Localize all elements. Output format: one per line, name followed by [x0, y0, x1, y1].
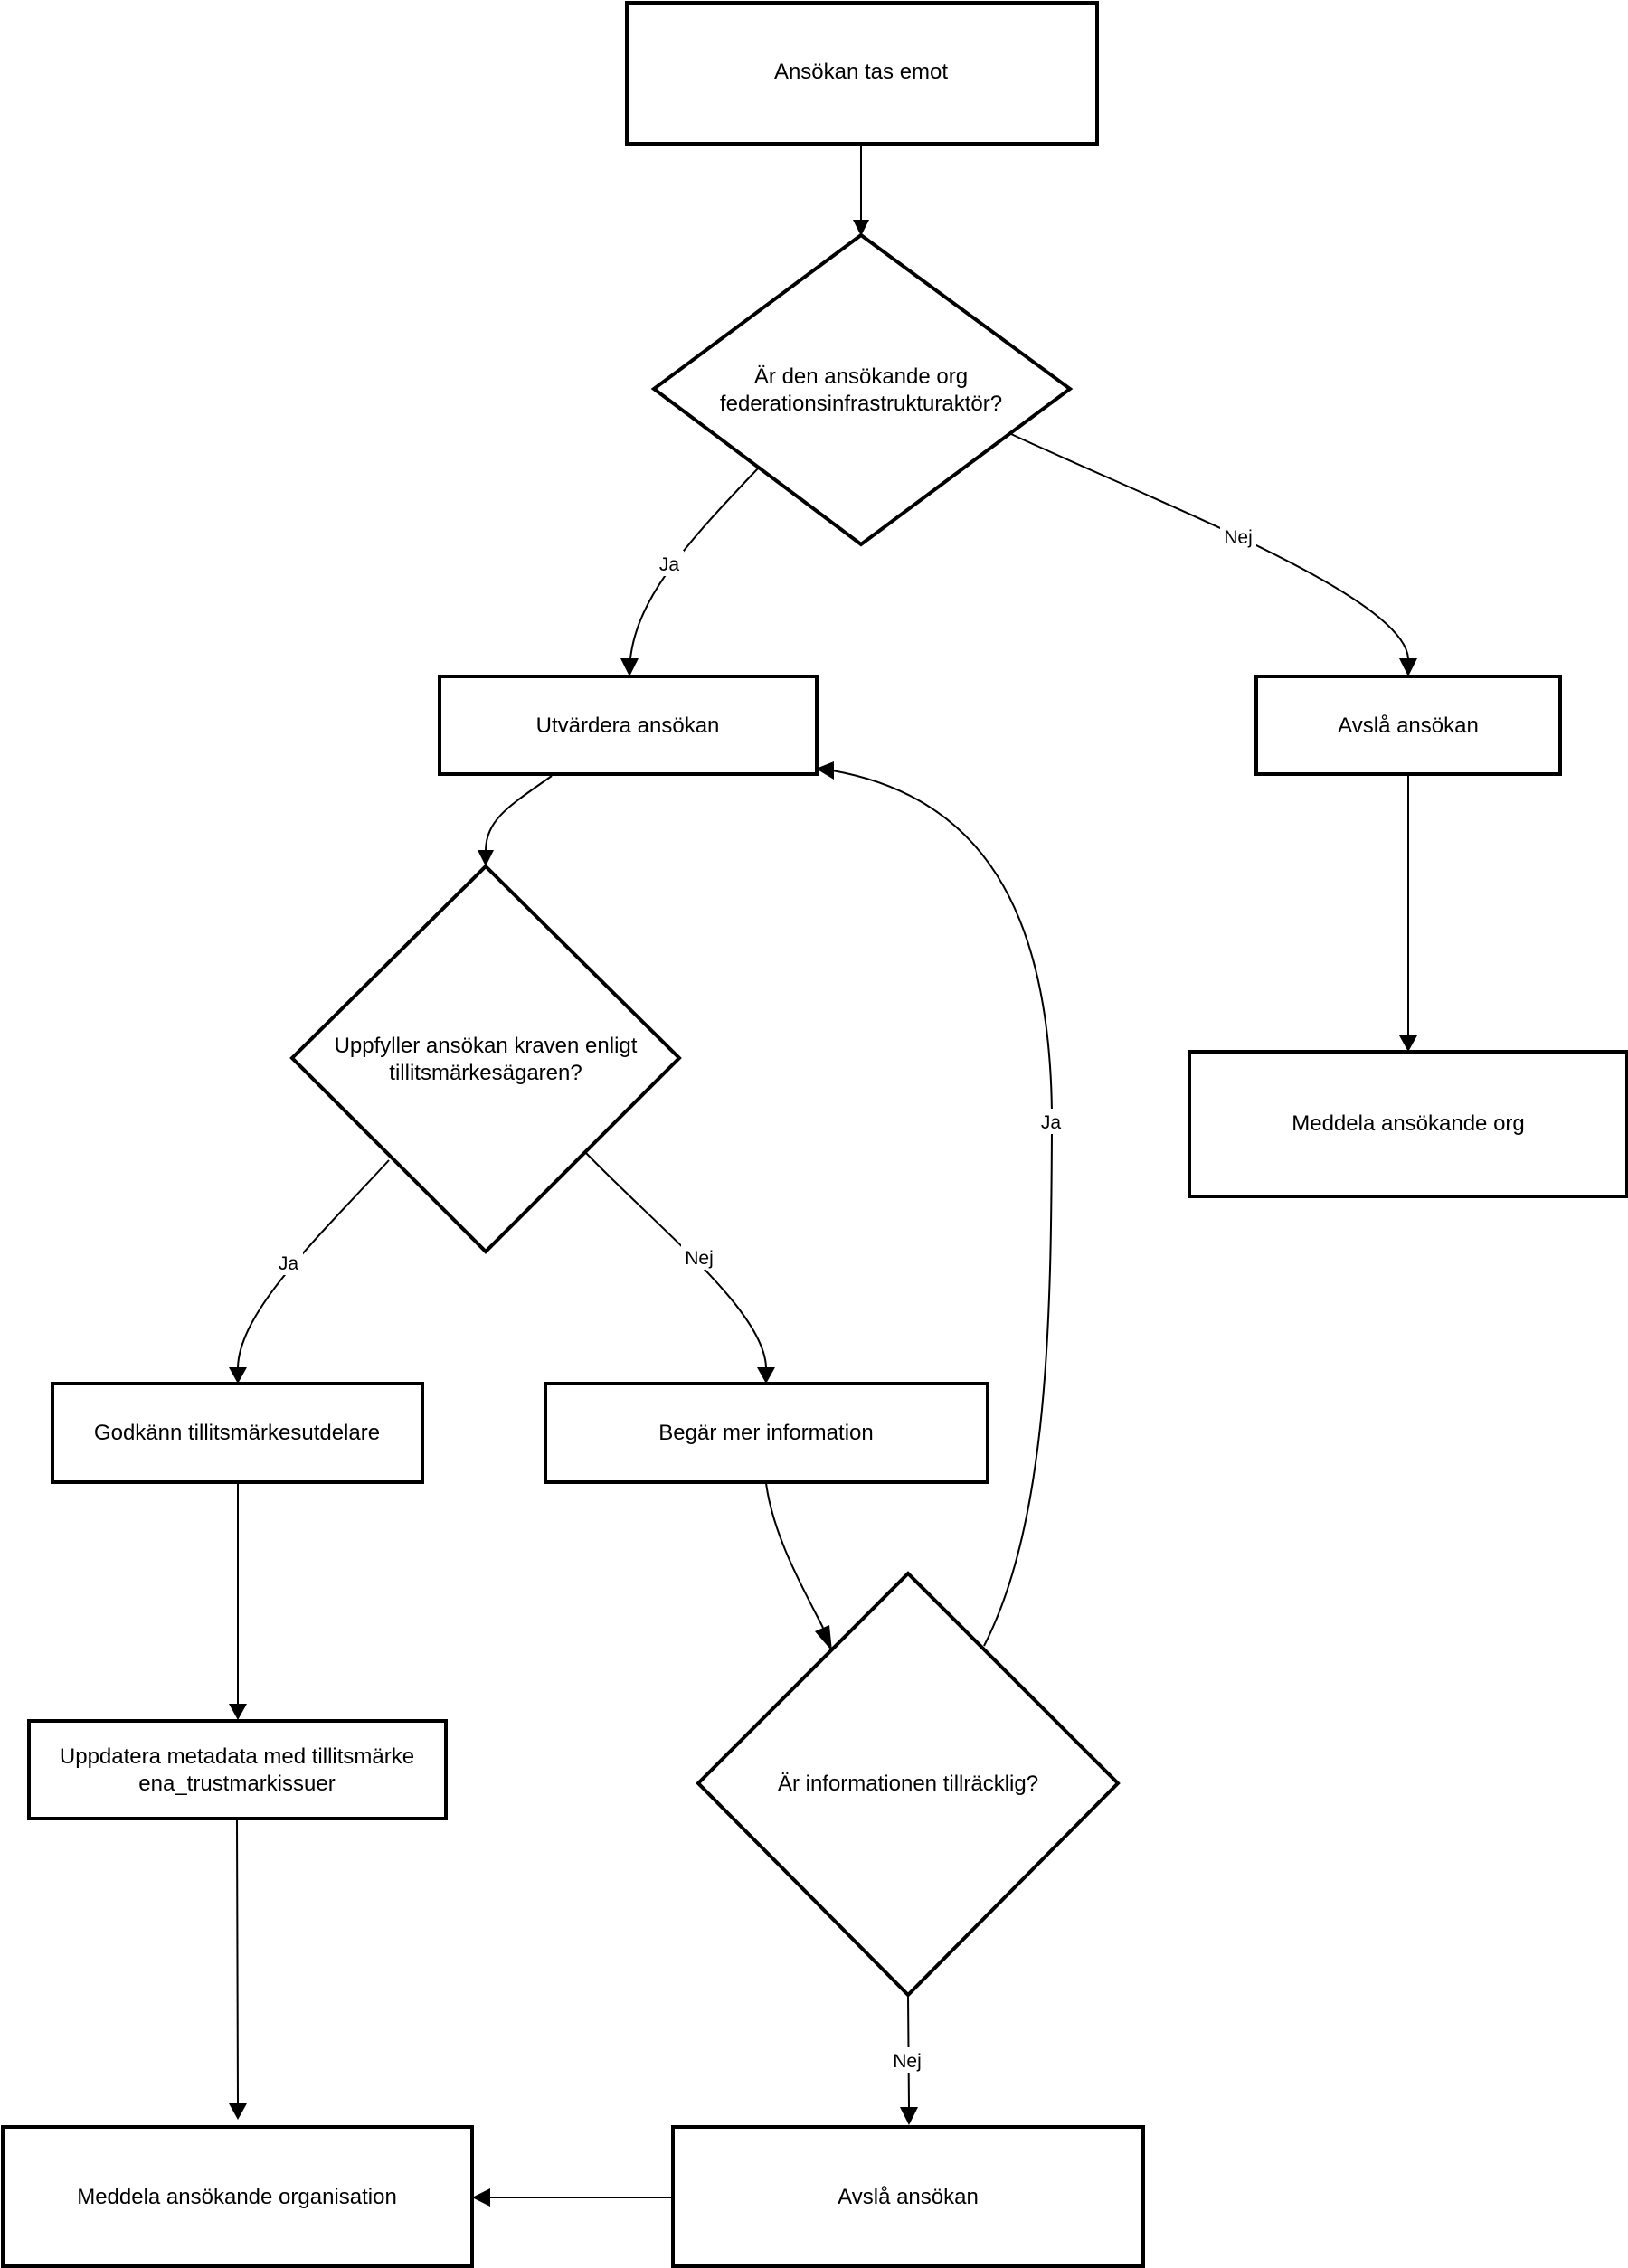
edge-receive-to-is-infra [853, 144, 869, 236]
svg-text:Utvärdera ansökan: Utvärdera ansökan [536, 713, 720, 738]
edge-label-enough-no: Nej [889, 2047, 925, 2073]
edge-label-meets-no: Nej [681, 1244, 717, 1270]
svg-text:Avslå ansökan: Avslå ansökan [838, 2185, 979, 2209]
edge-evaluate-to-meets-req [478, 775, 553, 866]
edge-is-infra-yes [620, 468, 759, 676]
node-notify-org: Meddela ansökande org [1188, 1050, 1628, 1198]
svg-text:ena_trustmarkissuer: ena_trustmarkissuer [138, 1772, 335, 1796]
edge-label-meets-yes: Ja [274, 1250, 303, 1275]
edge-is-infra-no [1010, 433, 1417, 676]
edge-reject-org-to-notify-org [1399, 776, 1417, 1052]
node-evaluate: Utvärdera ansökan [438, 675, 819, 776]
svg-text:Ja: Ja [659, 554, 680, 575]
svg-text:Nej: Nej [893, 2051, 922, 2072]
node-receive: Ansökan tas emot [625, 1, 1099, 146]
edge-approve-to-update-meta [229, 1483, 247, 1720]
svg-text:Ansökan tas emot: Ansökan tas emot [774, 60, 948, 84]
svg-text:Meddela ansökande org: Meddela ansökande org [1292, 1111, 1525, 1136]
edge-request-info-to-info-enough [765, 1482, 832, 1651]
svg-text:Uppfyller ansökan kraven enlig: Uppfyller ansökan kraven enligt [335, 1034, 638, 1058]
node-reject-org: Avslå ansökan [1254, 675, 1562, 776]
svg-text:Begär mer information: Begär mer information [658, 1421, 873, 1445]
node-approve: Godkänn tillitsmärkesutdelare [51, 1382, 424, 1484]
svg-text:tillitsmärkesägaren?: tillitsmärkesägaren? [389, 1061, 582, 1085]
edge-meets-req-no [585, 1152, 775, 1384]
node-info-enough: Är informationen tillräcklig? [696, 1571, 1121, 1998]
svg-text:Avslå ansökan: Avslå ansökan [1338, 713, 1479, 738]
svg-text:Uppdatera metadata med tillits: Uppdatera metadata med tillitsmärke [60, 1744, 414, 1769]
edge-meets-req-yes [229, 1159, 390, 1384]
edge-update-meta-to-notify [229, 1819, 247, 2120]
svg-text:Nej: Nej [1224, 527, 1253, 548]
edge-label-infra-yes: Ja [655, 551, 684, 576]
svg-text:Är den ansökande org: Är den ansökande org [754, 364, 968, 389]
node-request-info: Begär mer information [544, 1382, 989, 1484]
svg-text:Nej: Nej [685, 1248, 714, 1269]
edge-labels: Ja Nej Ja Nej Ja Nej [274, 524, 1256, 2073]
svg-text:federationsinfrastrukturaktör?: federationsinfrastrukturaktör? [720, 392, 1002, 416]
svg-text:Godkänn tillitsmärkesutdelare: Godkänn tillitsmärkesutdelare [94, 1421, 380, 1445]
node-meets-req: Uppfyller ansökan kraven enligt tillitsm… [289, 864, 682, 1254]
node-reject-final: Avslå ansökan [671, 2125, 1145, 2268]
node-is-infra: Är den ansökande org federationsinfrastr… [650, 232, 1074, 547]
edge-label-enough-yes: Ja [1036, 1109, 1065, 1134]
edge-info-enough-yes [816, 761, 1054, 1647]
svg-text:Ja: Ja [279, 1253, 299, 1274]
svg-text:Ja: Ja [1041, 1112, 1062, 1133]
svg-text:Är informationen tillräcklig?: Är informationen tillräcklig? [778, 1772, 1038, 1796]
node-update-meta: Uppdatera metadata med tillitsmärke ena_… [27, 1719, 448, 1820]
edge-label-infra-no: Nej [1220, 524, 1256, 549]
node-notify-organisation: Meddela ansökande organisation [1, 2125, 474, 2268]
edge-reject-final-to-notify [472, 2188, 673, 2207]
svg-text:Meddela ansökande organisation: Meddela ansökande organisation [77, 2185, 397, 2209]
